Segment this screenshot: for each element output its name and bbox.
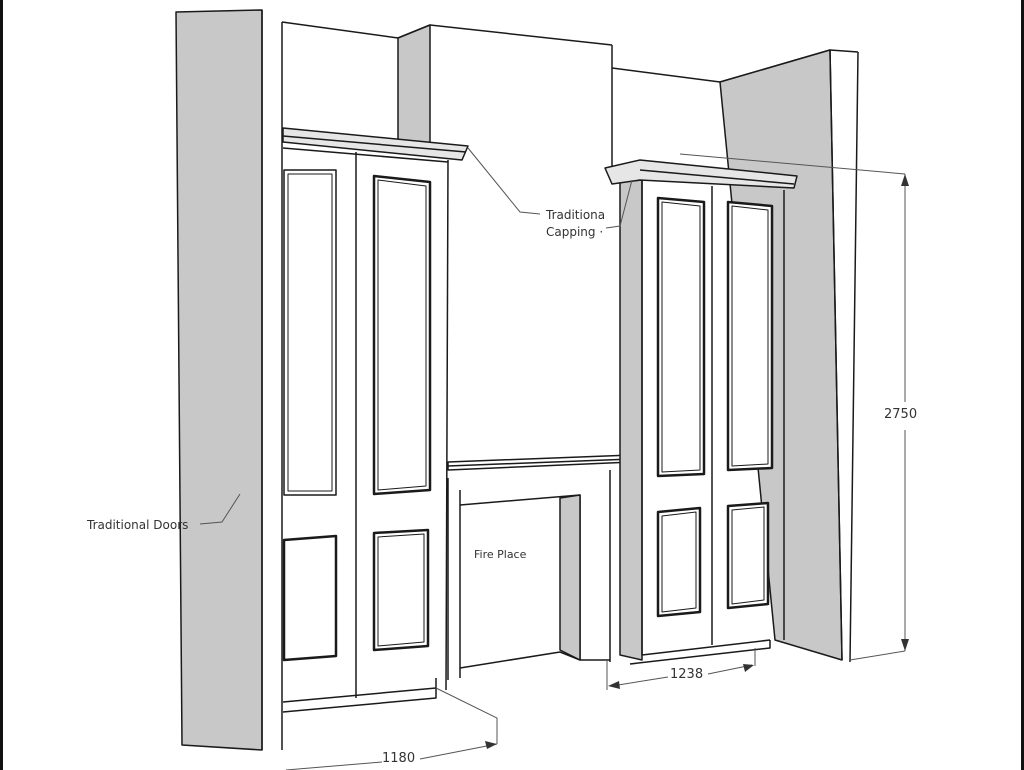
right-cabinet-lower-panels <box>656 501 770 618</box>
capping-label-line1: Traditiona <box>546 208 606 222</box>
capping-leader-right <box>605 179 633 229</box>
capping-leader-left <box>467 147 541 215</box>
left-wall <box>175 9 263 751</box>
right-frame-border <box>1021 0 1024 770</box>
chimney-breast-side <box>397 24 431 151</box>
dimension-arrowheads <box>485 174 909 749</box>
right-cabinet-upper-panels <box>656 196 774 478</box>
left-width-dimension: 1180 <box>382 751 416 766</box>
height-dimension: 2750 <box>884 407 918 422</box>
right-cabinet-side <box>619 179 643 661</box>
right-width-dimension: 1238 <box>670 667 704 682</box>
fireplace-inner-side <box>559 494 581 661</box>
left-cabinet-lower-panels <box>282 528 430 662</box>
doors-leader <box>199 493 241 525</box>
capping-label-line2: Capping · <box>546 225 604 239</box>
left-cabinet-upper-panels <box>283 169 432 496</box>
right-capping <box>604 159 798 189</box>
fireplace-label: Fire Place <box>474 548 527 561</box>
doors-label: Traditional Doors <box>87 518 189 532</box>
left-frame-border <box>0 0 3 770</box>
